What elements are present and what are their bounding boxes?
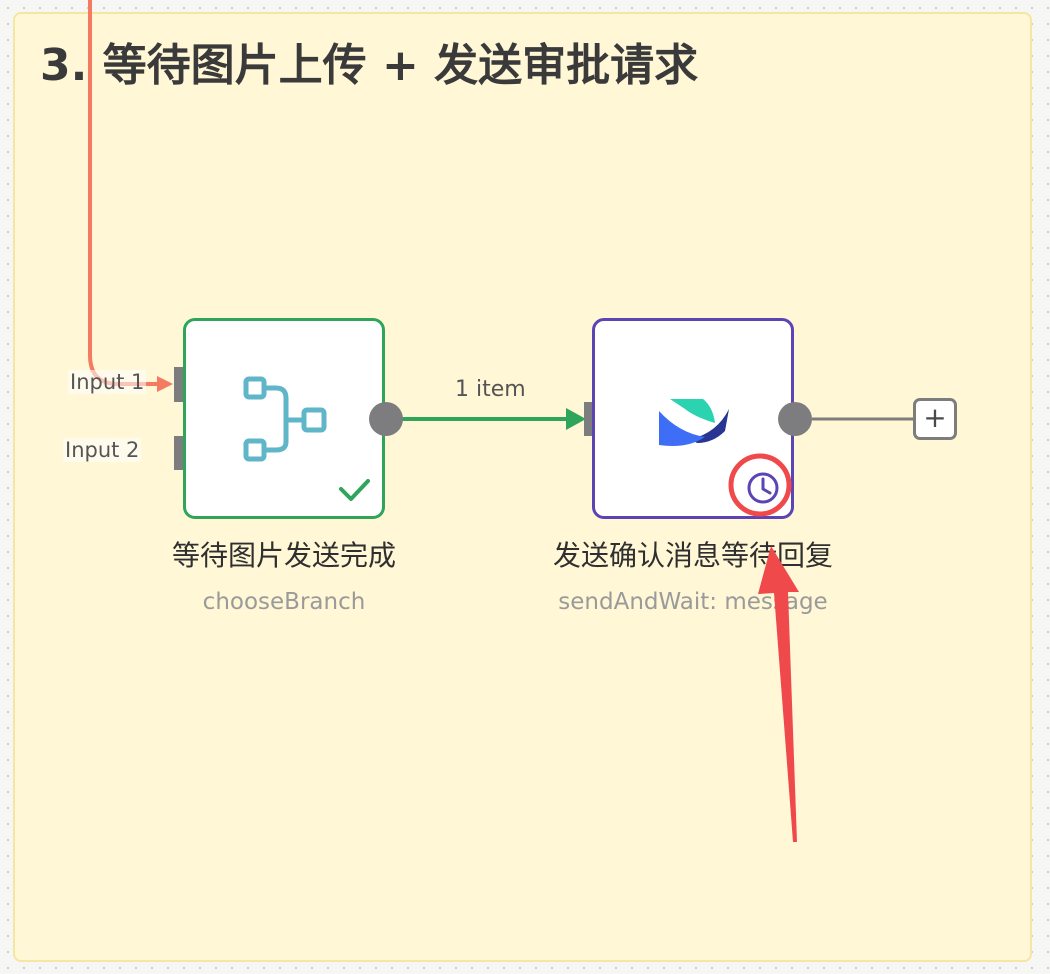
input-2-label: Input 2 (63, 438, 142, 462)
success-check-icon (339, 479, 370, 501)
connection-item-count: 1 item (455, 377, 526, 402)
incoming-connection-arrowhead (157, 376, 173, 392)
node-1-title: 等待图片发送完成 (171, 539, 396, 572)
branch-merge-icon (243, 376, 327, 462)
node-wait-image-complete[interactable] (183, 318, 385, 519)
sticky-note-title: 3. 等待图片上传 + 发送审批请求 (40, 40, 699, 91)
sticky-note[interactable] (13, 12, 1032, 962)
node-2-title: 发送确认消息等待回复 (552, 539, 833, 572)
add-node-button[interactable]: + (913, 398, 957, 440)
waiting-clock-icon (747, 472, 779, 504)
input-1-label: Input 1 (68, 370, 147, 394)
node-2-subtitle: sendAndWait: message (558, 589, 828, 615)
node-send-confirm-wait-reply[interactable] (592, 318, 794, 519)
incoming-connection-line (88, 0, 160, 386)
lark-logo-icon (659, 399, 729, 446)
node-connection-arrowhead (566, 408, 586, 430)
node-1-subtitle: chooseBranch (202, 589, 366, 615)
